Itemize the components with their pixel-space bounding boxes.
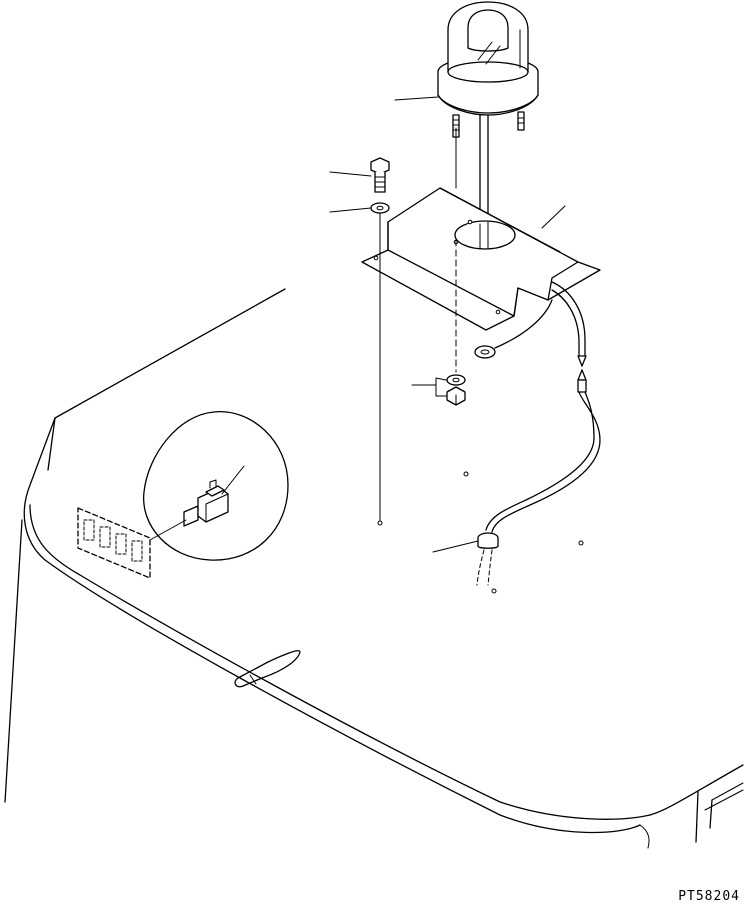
bolt	[370, 157, 390, 193]
mounting-bracket	[361, 187, 601, 331]
drawing-code: PT58204	[678, 889, 740, 904]
beacon-switch	[183, 479, 229, 527]
mounting-holes	[377, 471, 584, 594]
grommet	[476, 532, 499, 586]
ground-wire	[474, 299, 553, 359]
washer-and-nut	[446, 374, 466, 406]
beacon-wire-harness	[485, 281, 601, 533]
leader-lines	[149, 96, 566, 553]
switch-panel	[77, 507, 151, 579]
cab-roof	[4, 288, 744, 849]
detail-circle	[143, 411, 289, 561]
alignment-lines	[379, 127, 457, 521]
washer	[370, 202, 390, 214]
